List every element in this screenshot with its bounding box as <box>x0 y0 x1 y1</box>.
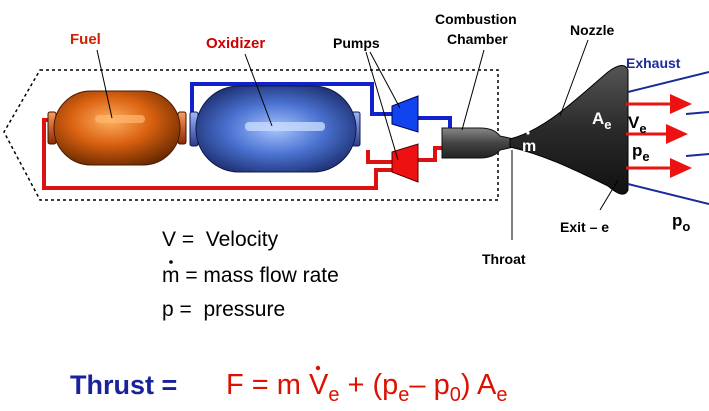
throat-label: Throat <box>482 251 526 267</box>
oxidizer-line <box>190 82 392 120</box>
nozzle-bell <box>509 65 629 195</box>
pumps-leader-2 <box>365 51 399 161</box>
legend-pressure: p = pressure <box>162 298 285 321</box>
ambient-pressure-label: po <box>672 211 690 234</box>
legend-velocity: V = Velocity <box>162 228 279 251</box>
pumps-label: Pumps <box>333 35 380 51</box>
combustion-chamber-label-line2: Chamber <box>447 31 508 47</box>
exhaust-arrow-top <box>626 94 692 114</box>
exit-velocity-subscript: e <box>639 121 646 136</box>
oxidizer-tank <box>189 85 361 173</box>
formula-part4: ) A <box>461 369 497 401</box>
exhaust-arrow-bottom <box>626 158 692 178</box>
exit-label: Exit – e <box>560 219 609 235</box>
mdot-chamber-dot <box>526 131 530 135</box>
exhaust-boundary-top <box>627 71 709 93</box>
ambient-pressure-subscript: o <box>682 219 690 234</box>
exit-area-label: Ae <box>592 109 612 132</box>
exhaust-ref-line-2 <box>685 153 709 157</box>
exit-area-symbol: A <box>592 109 604 128</box>
legend-mdot-dot <box>169 260 173 264</box>
legend-mass-flow-text: = mass flow rate <box>180 264 339 287</box>
exhaust-arrow-middle <box>626 124 688 144</box>
oxidizer-leader <box>244 53 273 127</box>
exhaust-boundary-bottom <box>627 183 709 205</box>
formula-part1: F = m V <box>226 369 329 401</box>
legend-mass-flow: m = mass flow rate <box>162 264 339 287</box>
oxidizer-line-to-chamber <box>418 116 452 130</box>
fuel-line-to-chamber <box>418 146 445 162</box>
legend-mass-flow-symbol: m <box>162 264 180 287</box>
exit-velocity-symbol: V <box>628 113 640 132</box>
formula-mdot-dot <box>315 365 321 371</box>
formula-sub1: e <box>328 384 339 406</box>
combustion-chamber-label-line1: Combustion <box>435 11 517 27</box>
exit-pressure-symbol: p <box>632 141 642 160</box>
fuel-line <box>42 118 392 190</box>
ambient-pressure-symbol: p <box>672 211 682 230</box>
fuel-leader <box>96 49 113 119</box>
exit-velocity-label: Ve <box>628 113 647 136</box>
thrust-formula: F = m Ve + (pe– p0) Ae <box>226 369 507 406</box>
formula-sub3: 0 <box>450 384 461 406</box>
fuel-tank <box>47 90 187 166</box>
formula-part2: + (p <box>339 369 398 401</box>
exit-leader <box>599 179 619 211</box>
combustion-chamber <box>441 127 515 159</box>
rocket-outline <box>3 69 499 201</box>
formula-sub2: e <box>398 384 409 406</box>
combustion-leader <box>461 49 485 131</box>
nozzle-leader <box>559 39 589 117</box>
nozzle-label: Nozzle <box>570 22 615 38</box>
exit-pressure-subscript: e <box>642 149 649 164</box>
formula-sub4: e <box>496 384 507 406</box>
thrust-label: Thrust = <box>70 370 177 400</box>
formula-part3: – p <box>409 369 449 401</box>
fuel-pump-inlet <box>366 150 392 164</box>
exhaust-label: Exhaust <box>626 55 681 71</box>
exit-pressure-label: pe <box>632 141 650 164</box>
fuel-label: Fuel <box>70 31 101 48</box>
exhaust-ref-line-1 <box>685 111 709 115</box>
exit-area-subscript: e <box>604 117 611 132</box>
fuel-pump <box>391 143 419 183</box>
pumps-leader-1 <box>369 51 401 109</box>
mdot-chamber-label: m <box>522 138 536 155</box>
oxidizer-label: Oxidizer <box>206 35 265 52</box>
